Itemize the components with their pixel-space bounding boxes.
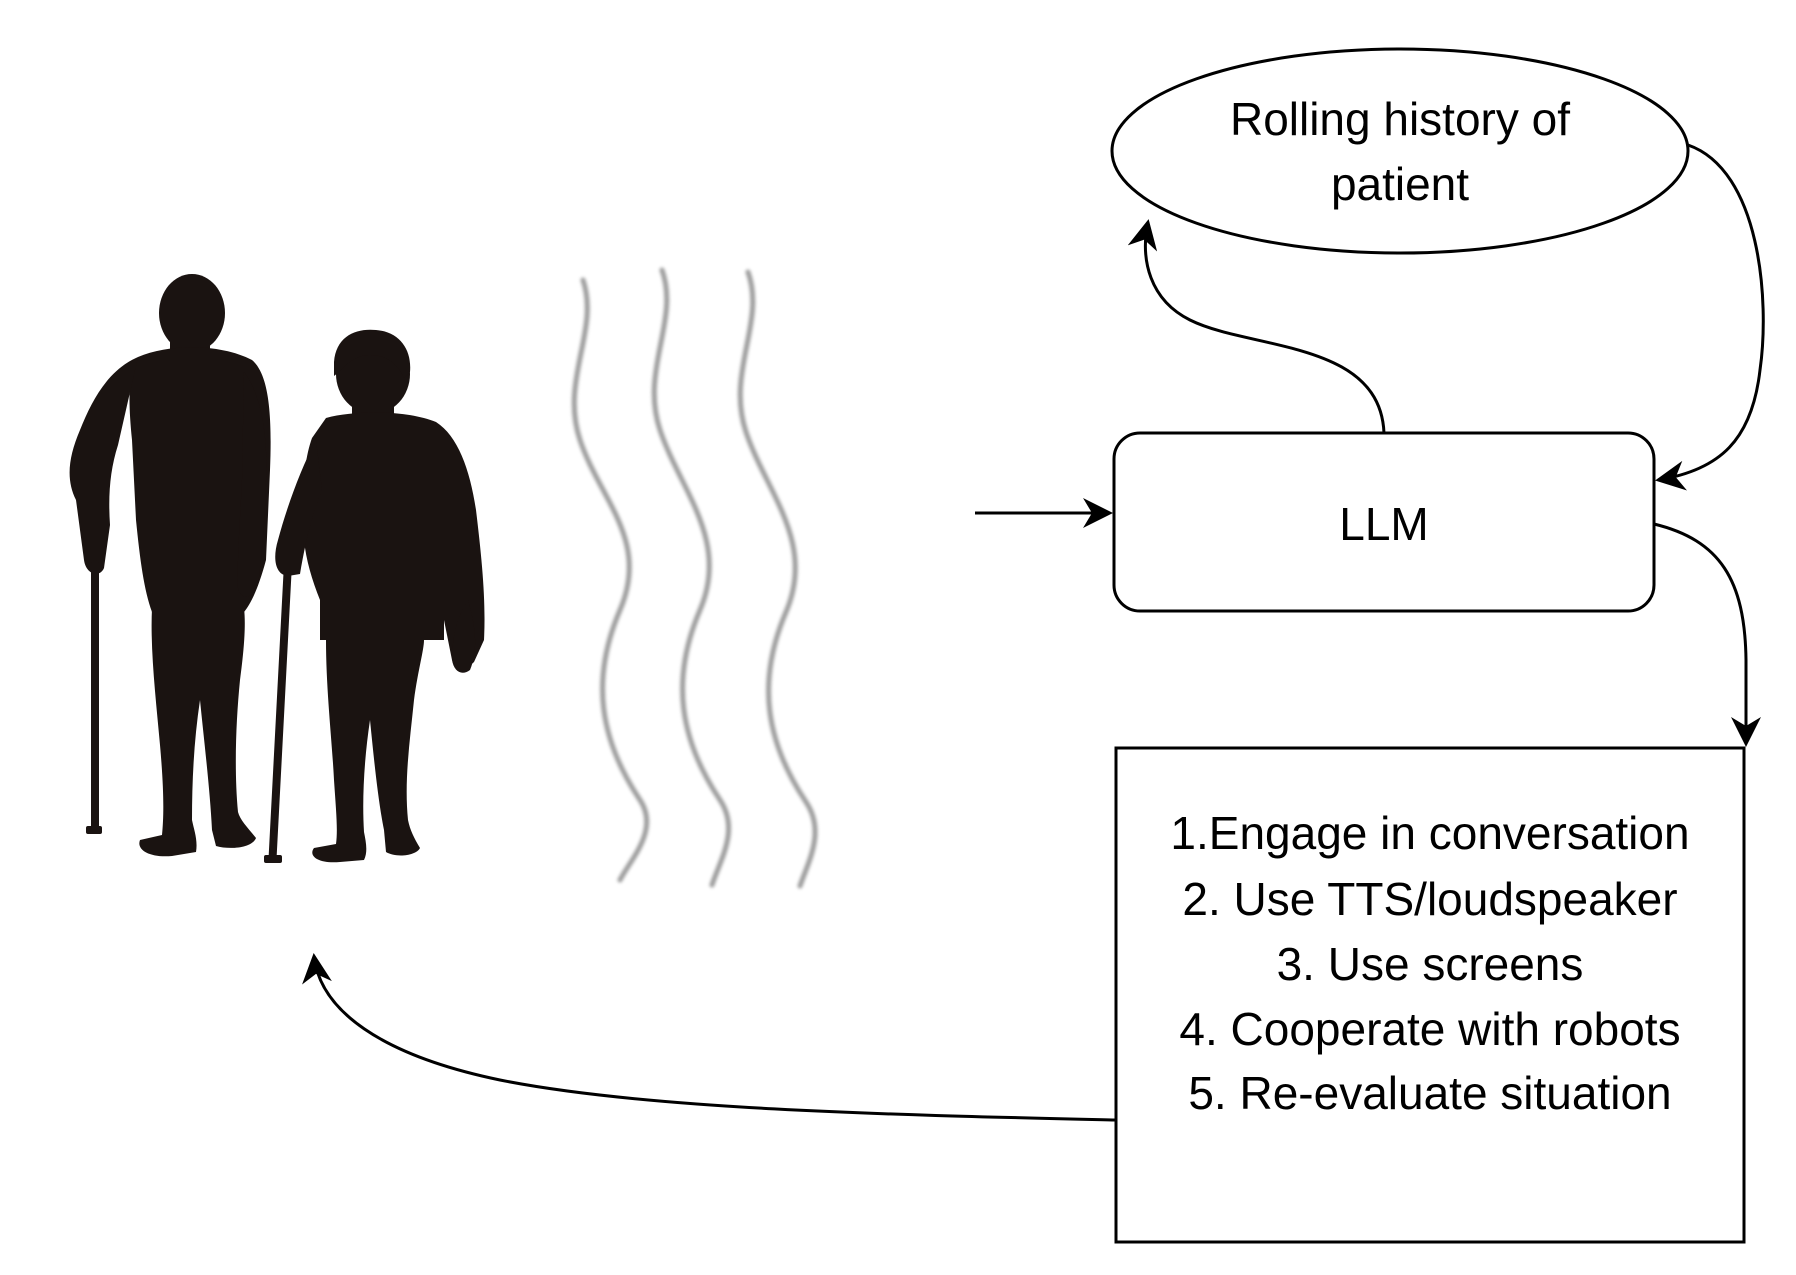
action-item-4: 4. Cooperate with robots [1179, 1003, 1680, 1055]
arrow-actions-to-patients [302, 953, 1117, 1122]
history-label-line-1: Rolling history of [1230, 93, 1570, 145]
sound-wave-1 [571, 277, 650, 883]
arrows [302, 143, 1765, 1122]
action-item-2: 2. Use TTS/loudspeaker [1182, 873, 1677, 925]
actions-node: 1.Engage in conversation 2. Use TTS/loud… [1114, 746, 1746, 1244]
actions-box [1114, 746, 1746, 1244]
action-item-5: 5. Re-evaluate situation [1188, 1067, 1671, 1119]
history-label-line-2: patient [1331, 158, 1469, 210]
elderly-man-silhouette [69, 274, 271, 857]
llm-label: LLM [1339, 498, 1428, 550]
arrow-history-to-llm [1655, 143, 1765, 491]
action-item-3: 3. Use screens [1277, 938, 1584, 990]
sound-wave-2 [651, 267, 732, 888]
elderly-woman-silhouette [264, 329, 485, 863]
arrow-llm-to-history [1127, 219, 1386, 434]
history-node: Rolling history of patient [1110, 47, 1690, 255]
sound-wave-3 [737, 269, 818, 889]
sound-waves [571, 267, 818, 889]
action-item-1: 1.Engage in conversation [1170, 807, 1689, 859]
llm-node: LLM [1112, 431, 1656, 613]
arrow-llm-to-actions [1653, 522, 1761, 747]
elderly-couple-silhouette [69, 274, 485, 863]
history-ellipse [1110, 47, 1690, 255]
